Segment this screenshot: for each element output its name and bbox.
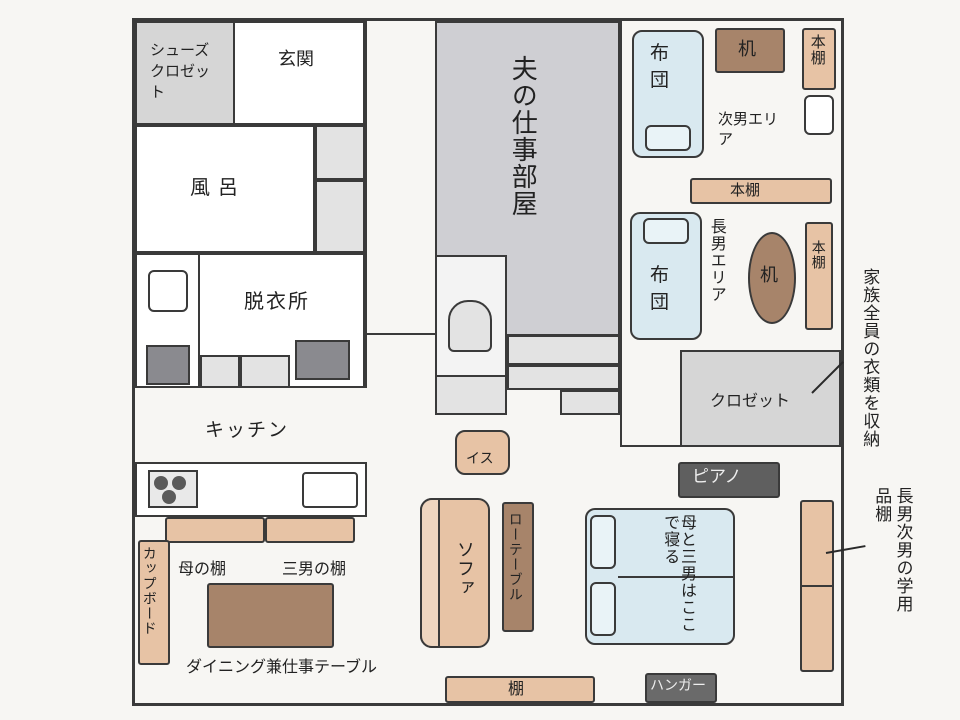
- futon-eldest-son-label: 布団: [650, 264, 670, 313]
- family-clothes-annotation: 家族全員の衣類を収納: [859, 268, 880, 448]
- pillow-second-son: [645, 125, 691, 151]
- husband-office-label: 夫の仕事部屋: [507, 55, 538, 217]
- pillow-mother-2: [590, 582, 616, 636]
- hanger: [645, 673, 717, 703]
- shelf-label: 棚: [508, 679, 525, 698]
- changing-tile-2: [240, 355, 290, 388]
- futon-divider: [618, 576, 735, 578]
- mother-sleep-label: 母と三男はここで寝る: [661, 514, 697, 633]
- kids-room-wall-left: [620, 21, 622, 446]
- mothers-shelf-label: 母の棚: [178, 559, 227, 578]
- futon-second-son-label: 布団: [650, 42, 670, 91]
- bath: [135, 125, 315, 253]
- third-son-shelf: [265, 517, 355, 543]
- eldest-son-area-label: 長男エリア: [707, 218, 727, 303]
- office-tile-2: [435, 375, 507, 415]
- cupboard-label: カップボード: [140, 546, 157, 636]
- corridor-wall-2: [365, 333, 435, 335]
- bookshelf-wide: [690, 178, 832, 204]
- chair-label: イス: [466, 451, 494, 467]
- bookshelf-small-2-label: 本棚: [809, 240, 826, 270]
- bookshelf-small-1: [802, 28, 836, 90]
- shoe-closet-label: シューズクロゼット: [150, 41, 211, 101]
- pillow-mother-1: [590, 515, 616, 569]
- basket: [295, 340, 350, 380]
- desk-eldest-son: [748, 232, 796, 324]
- second-son-area-label: 次男エリア: [718, 110, 779, 148]
- bath-tile-1: [315, 125, 365, 180]
- office-tile-1: [507, 335, 620, 365]
- outer-wall-bottom: [132, 703, 844, 706]
- changing-tile-1: [200, 355, 240, 388]
- bookshelf-wide-label: 本棚: [730, 181, 761, 199]
- dining-table-label: ダイニング兼仕事テーブル: [186, 657, 378, 676]
- cupboard: [138, 540, 170, 665]
- corridor-wall-1: [365, 21, 367, 388]
- piano-label: ピアノ: [692, 467, 742, 487]
- dining-table: [207, 583, 334, 648]
- hanger-label: ハンガー: [650, 678, 706, 694]
- shelf: [445, 676, 595, 703]
- second-son-box: [804, 95, 834, 135]
- desk-second-son: [715, 28, 785, 73]
- kitchen-label: キッチン: [205, 419, 290, 441]
- chair: [455, 430, 510, 475]
- sink: [148, 270, 188, 312]
- washer: [146, 345, 190, 385]
- sofa-label: ソファ: [453, 540, 475, 597]
- kitchen-sink: [302, 472, 358, 508]
- bookshelf-small-2: [805, 222, 833, 330]
- desk-second-son-label: 机: [738, 39, 756, 60]
- piano: [678, 462, 780, 498]
- low-table-label: ローテーブル: [506, 512, 523, 602]
- burner-3: [162, 490, 176, 504]
- bath-tile-2: [315, 180, 365, 253]
- outer-wall-top: [132, 18, 844, 21]
- closet: [680, 350, 841, 447]
- toilet: [448, 300, 492, 352]
- pillow-eldest-son: [643, 218, 689, 244]
- school-shelf-divider: [800, 585, 834, 587]
- outer-wall-left: [132, 18, 135, 706]
- bath-label: 風呂: [190, 175, 246, 199]
- office-tile-3: [507, 365, 620, 390]
- school-supplies-annotation: 長男次男の学用品棚: [871, 487, 913, 613]
- entrance-label: 玄関: [278, 49, 314, 70]
- entrance: [233, 21, 365, 125]
- sofa-back: [420, 498, 440, 648]
- burner-1: [154, 476, 168, 490]
- burner-2: [172, 476, 186, 490]
- bookshelf-small-1-label: 本棚: [808, 34, 827, 66]
- low-table: [502, 502, 534, 632]
- office-tile-4: [560, 390, 620, 415]
- desk-eldest-son-label: 机: [760, 265, 778, 286]
- closet-label: クロゼット: [710, 391, 791, 410]
- mothers-shelf: [165, 517, 265, 543]
- changing-room-label: 脱衣所: [244, 289, 310, 313]
- third-son-shelf-label: 三男の棚: [282, 559, 347, 578]
